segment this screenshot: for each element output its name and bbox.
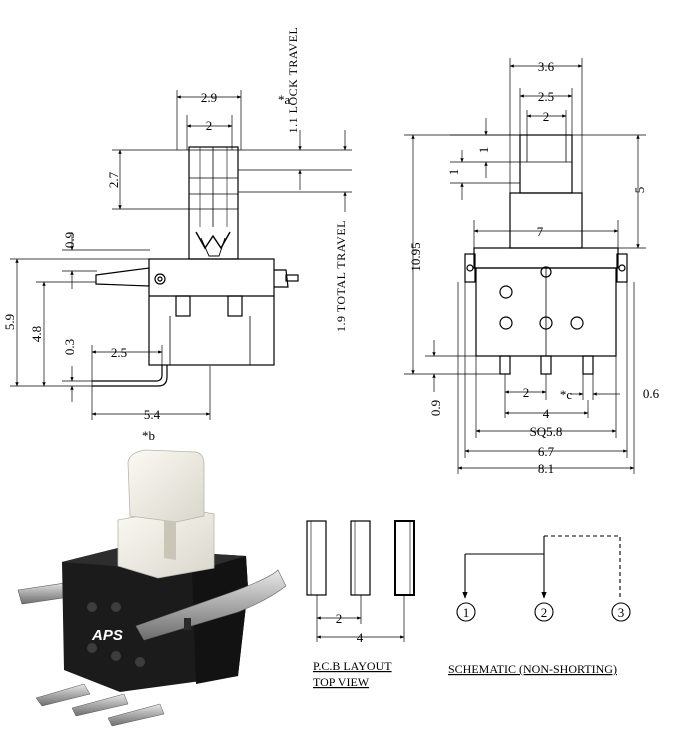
side-view-dimension-labels: 2.9 2 2.7 0.9 5.9 4.8 0.3 2.5 5.4 1.1 LO… (2, 27, 348, 443)
dim-front-1a: 1 (476, 147, 491, 154)
dim-front-7: 7 (537, 224, 544, 239)
dim-front-3-6: 3.6 (538, 59, 555, 74)
product-photo: APS (17, 449, 287, 727)
dim-front-sq: SQ5.8 (530, 424, 563, 439)
front-view-dimension-labels: 3.6 2.5 2 1 1 5 7 10.95 0.9 2 *c 0.6 4 S… (408, 59, 660, 476)
pin-1-circle (456, 602, 476, 622)
pcb-layout (306, 520, 415, 596)
total-travel-label: 1.9 TOTAL TRAVEL (334, 220, 348, 332)
schematic-labels: 1 2 3 SCHEMATIC (NON-SHORTING) (448, 605, 624, 676)
brand-logo: APS (91, 627, 123, 644)
dim-side-0-9: 0.9 (62, 232, 77, 248)
pcb-dimensions (316, 595, 405, 642)
pcb-labels: 2 4 P.C.B LAYOUT TOP VIEW (313, 611, 392, 689)
dim-front-4: 4 (543, 406, 550, 421)
pin-1-label: 1 (463, 605, 470, 620)
pin-2-label: 2 (541, 605, 548, 620)
dim-front-1b: 1 (446, 169, 461, 176)
dim-front-2: 2 (543, 109, 550, 124)
pin-2-circle (534, 602, 554, 622)
pin-3-circle (611, 602, 631, 622)
dim-side-2-9: 2.9 (201, 90, 217, 105)
lock-travel-label: 1.1 LOCK TRAVEL (286, 27, 300, 134)
side-view (92, 146, 299, 387)
side-view-dimensions (10, 90, 352, 420)
pcb-title: P.C.B LAYOUT (313, 659, 392, 673)
schematic-title: SCHEMATIC (NON-SHORTING) (448, 662, 617, 676)
dim-front-0-6: 0.6 (643, 386, 660, 401)
dim-side-5-4: 5.4 (144, 407, 161, 422)
dim-side-2-5: 2.5 (111, 345, 127, 360)
dim-side-5-9: 5.9 (2, 314, 17, 330)
front-view (464, 134, 628, 375)
dim-side-2: 2 (206, 118, 213, 133)
dim-front-8-1: 8.1 (538, 461, 554, 476)
dim-front-0-9: 0.9 (428, 400, 443, 416)
pin-3-label: 3 (618, 605, 625, 620)
note-a: *a (278, 92, 291, 107)
dim-front-pin-2: 2 (523, 385, 530, 400)
note-c: *c (560, 387, 573, 402)
dim-pcb-4: 4 (357, 630, 364, 645)
dim-side-4-8: 4.8 (29, 326, 44, 342)
note-b: *b (142, 428, 155, 443)
dim-side-0-3: 0.3 (62, 339, 77, 355)
schematic (456, 535, 631, 622)
dim-side-2-7: 2.7 (106, 171, 121, 188)
dim-front-2-5: 2.5 (538, 89, 554, 104)
dim-pcb-2: 2 (336, 611, 343, 626)
dim-front-10-95: 10.95 (408, 242, 423, 271)
front-view-dimensions (404, 58, 646, 474)
pcb-subtitle: TOP VIEW (313, 675, 370, 689)
dim-front-6-7: 6.7 (538, 444, 555, 459)
dim-front-5: 5 (632, 187, 647, 194)
